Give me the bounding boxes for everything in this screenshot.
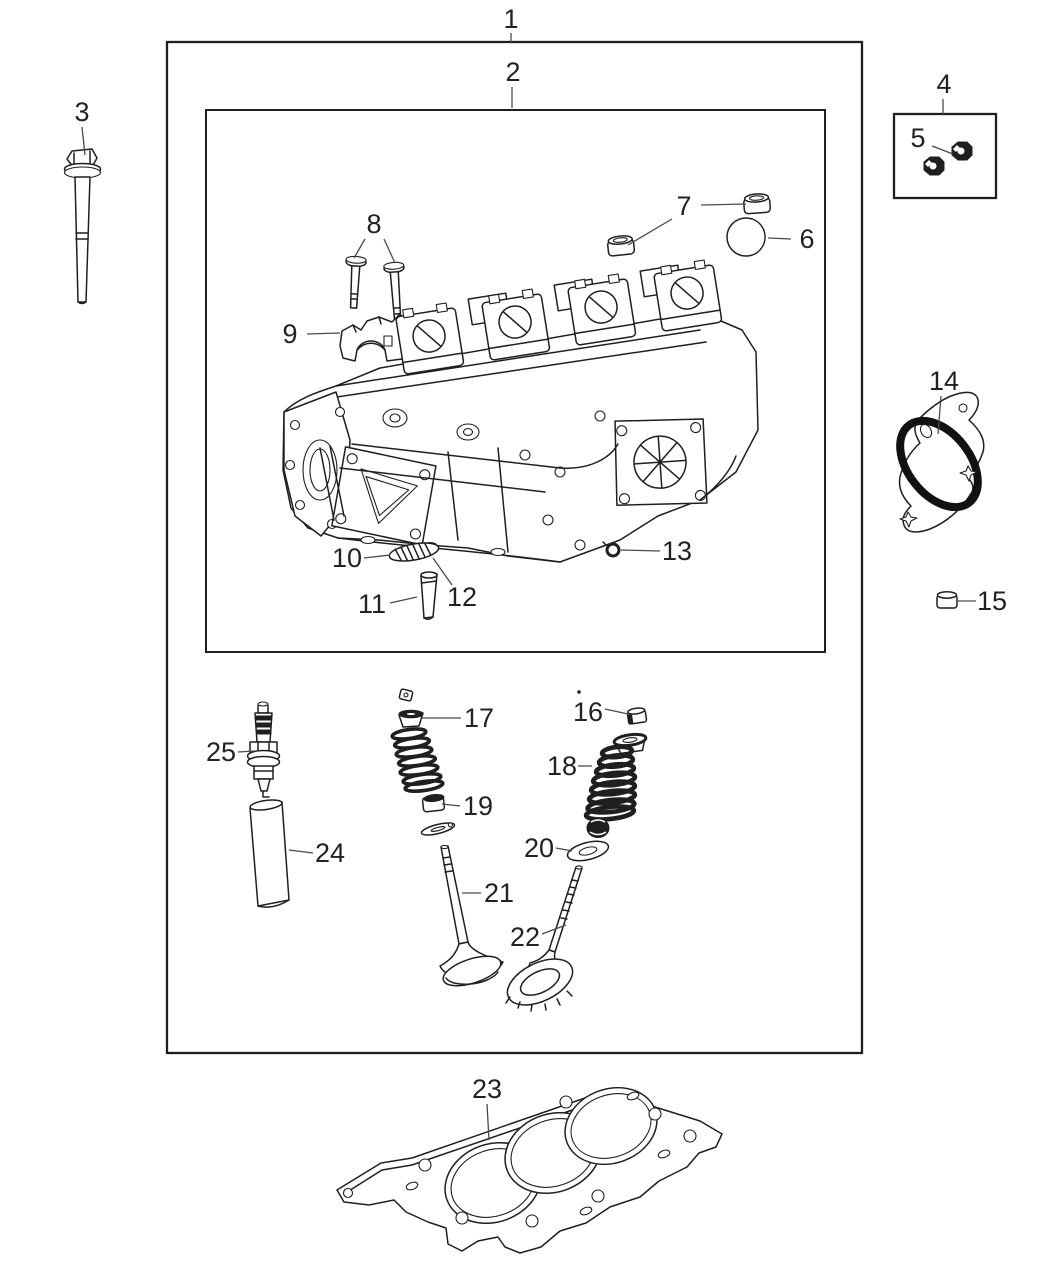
part-valve-spring-small <box>390 727 445 793</box>
part-cup-plug <box>726 217 766 257</box>
sub-assembly-boundary-box <box>205 109 826 653</box>
callout-20[interactable]: 20 <box>524 833 554 863</box>
callout-9-leader <box>306 332 341 335</box>
callout-15[interactable]: 15 <box>977 586 1007 616</box>
part-exhaust-gasket <box>896 391 985 533</box>
callout-16[interactable]: 16 <box>573 697 603 727</box>
callout-8-leader <box>353 238 396 264</box>
callout-13[interactable]: 13 <box>662 536 692 566</box>
callout-3[interactable]: 3 <box>74 97 89 127</box>
callout-12-leader <box>432 557 453 586</box>
callout-24-leader <box>288 849 314 854</box>
part-valve-spring-large <box>583 744 638 822</box>
callout-16-leader <box>604 708 629 715</box>
part-valve-tappet <box>421 793 446 813</box>
callout-6[interactable]: 6 <box>799 224 814 254</box>
part-cap-plug <box>936 591 958 609</box>
callout-22[interactable]: 22 <box>510 922 540 952</box>
callout-10[interactable]: 10 <box>332 543 362 573</box>
part-spark-plug <box>246 701 281 798</box>
callout-13-leader <box>620 549 661 552</box>
part-valve-guide <box>420 571 438 621</box>
part-spring-retainer-small <box>398 709 424 728</box>
part-head-bolt <box>63 148 102 305</box>
callout-17[interactable]: 17 <box>464 703 494 733</box>
part-spring-seat <box>420 822 456 836</box>
callout-23[interactable]: 23 <box>472 1074 502 1104</box>
part-exhaust-valve <box>505 865 583 1012</box>
part-valve-stem-seal <box>586 818 610 838</box>
part-bearing-cap-bolts <box>345 255 405 325</box>
callout-8[interactable]: 8 <box>366 209 381 239</box>
callout-14[interactable]: 14 <box>929 366 959 396</box>
part-spring-retainer-large <box>612 732 648 755</box>
part-spring-seat-washer <box>566 840 610 862</box>
assembly-boundary-box <box>165 40 864 1055</box>
part-nuts <box>923 141 973 176</box>
callout-7-leader <box>627 203 747 246</box>
hardware-box <box>892 112 998 200</box>
callout-7[interactable]: 7 <box>676 191 691 221</box>
callout-5[interactable]: 5 <box>910 123 925 153</box>
part-sealing-caps <box>606 193 772 257</box>
callout-4[interactable]: 4 <box>936 69 951 99</box>
callout-14-leader <box>937 395 942 435</box>
callout-10-leader <box>363 554 391 559</box>
part-ball-plug <box>602 541 621 558</box>
part-spark-plug-tube <box>249 799 290 908</box>
callout-21[interactable]: 21 <box>484 878 514 908</box>
callout-12[interactable]: 12 <box>447 582 477 612</box>
callout-6-leader <box>767 237 792 240</box>
callout-22-leader <box>541 924 567 935</box>
part-cylinder-head <box>282 259 759 563</box>
callout-19-leader <box>441 803 461 807</box>
callout-3-leader <box>81 126 86 156</box>
part-dowel <box>388 542 440 562</box>
callout-25[interactable]: 25 <box>206 737 236 767</box>
callout-9[interactable]: 9 <box>282 319 297 349</box>
part-tiny-keeper-dot <box>577 690 581 694</box>
callout-20-leader <box>555 847 573 852</box>
callout-1[interactable]: 1 <box>503 4 518 34</box>
part-head-gasket <box>336 1086 723 1254</box>
callout-11[interactable]: 11 <box>358 589 386 619</box>
callout-19[interactable]: 19 <box>463 791 493 821</box>
callout-2[interactable]: 2 <box>505 57 520 87</box>
callout-24[interactable]: 24 <box>315 838 345 868</box>
part-valve-cap <box>626 707 648 725</box>
callout-23-leader <box>486 1103 490 1141</box>
callout-11-leader <box>389 596 418 604</box>
callout-18[interactable]: 18 <box>547 751 577 781</box>
callout-25-leader <box>237 750 255 753</box>
part-intake-valve <box>439 844 504 987</box>
callout-5-leader <box>931 145 954 155</box>
part-valve-keeper <box>398 688 414 702</box>
